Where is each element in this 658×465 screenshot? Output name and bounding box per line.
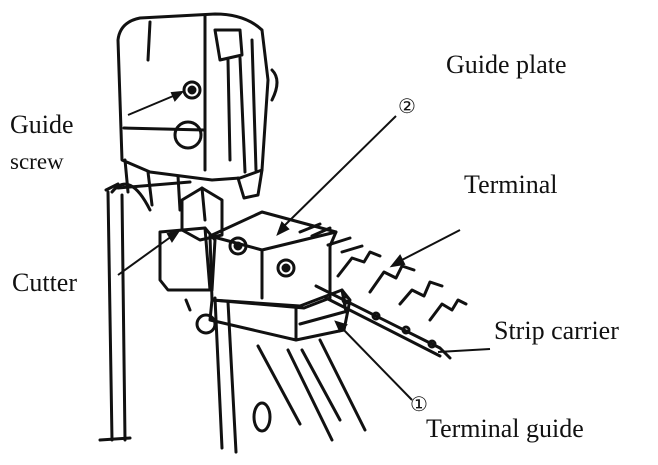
label-guide-screw-line2: screw (10, 149, 64, 174)
marker-2: ② (398, 94, 416, 118)
strip-carrier (314, 284, 452, 360)
strip-carrier-leader (437, 348, 491, 353)
label-terminal: Terminal (464, 170, 558, 199)
guide-screw (173, 80, 203, 150)
label-terminal-guide: Terminal guide (426, 414, 584, 443)
hatching (256, 338, 367, 442)
marker-2-arrowhead (276, 221, 290, 237)
ram-housing (116, 12, 279, 200)
terminals (298, 222, 468, 322)
terminal-leader (397, 229, 461, 263)
cutter-arrowhead (166, 230, 181, 243)
marker-1-leader (339, 325, 413, 401)
leader-lines (117, 90, 491, 401)
label-guide-plate: Guide plate (446, 50, 567, 79)
label-guide-screw-line1: Guide (10, 110, 74, 139)
label-cutter: Cutter (12, 268, 77, 297)
guide-screw-leader (127, 93, 179, 116)
marker-1: ① (410, 392, 428, 416)
frame-bolt (195, 313, 272, 433)
label-strip-carrier: Strip carrier (494, 316, 619, 345)
cutter-leader (117, 235, 173, 276)
frame (98, 158, 238, 454)
terminal-arrowhead (389, 254, 406, 268)
marker-2-leader (281, 115, 397, 229)
guide-screw-arrowhead (170, 90, 185, 102)
marker-1-arrowhead (334, 320, 348, 333)
